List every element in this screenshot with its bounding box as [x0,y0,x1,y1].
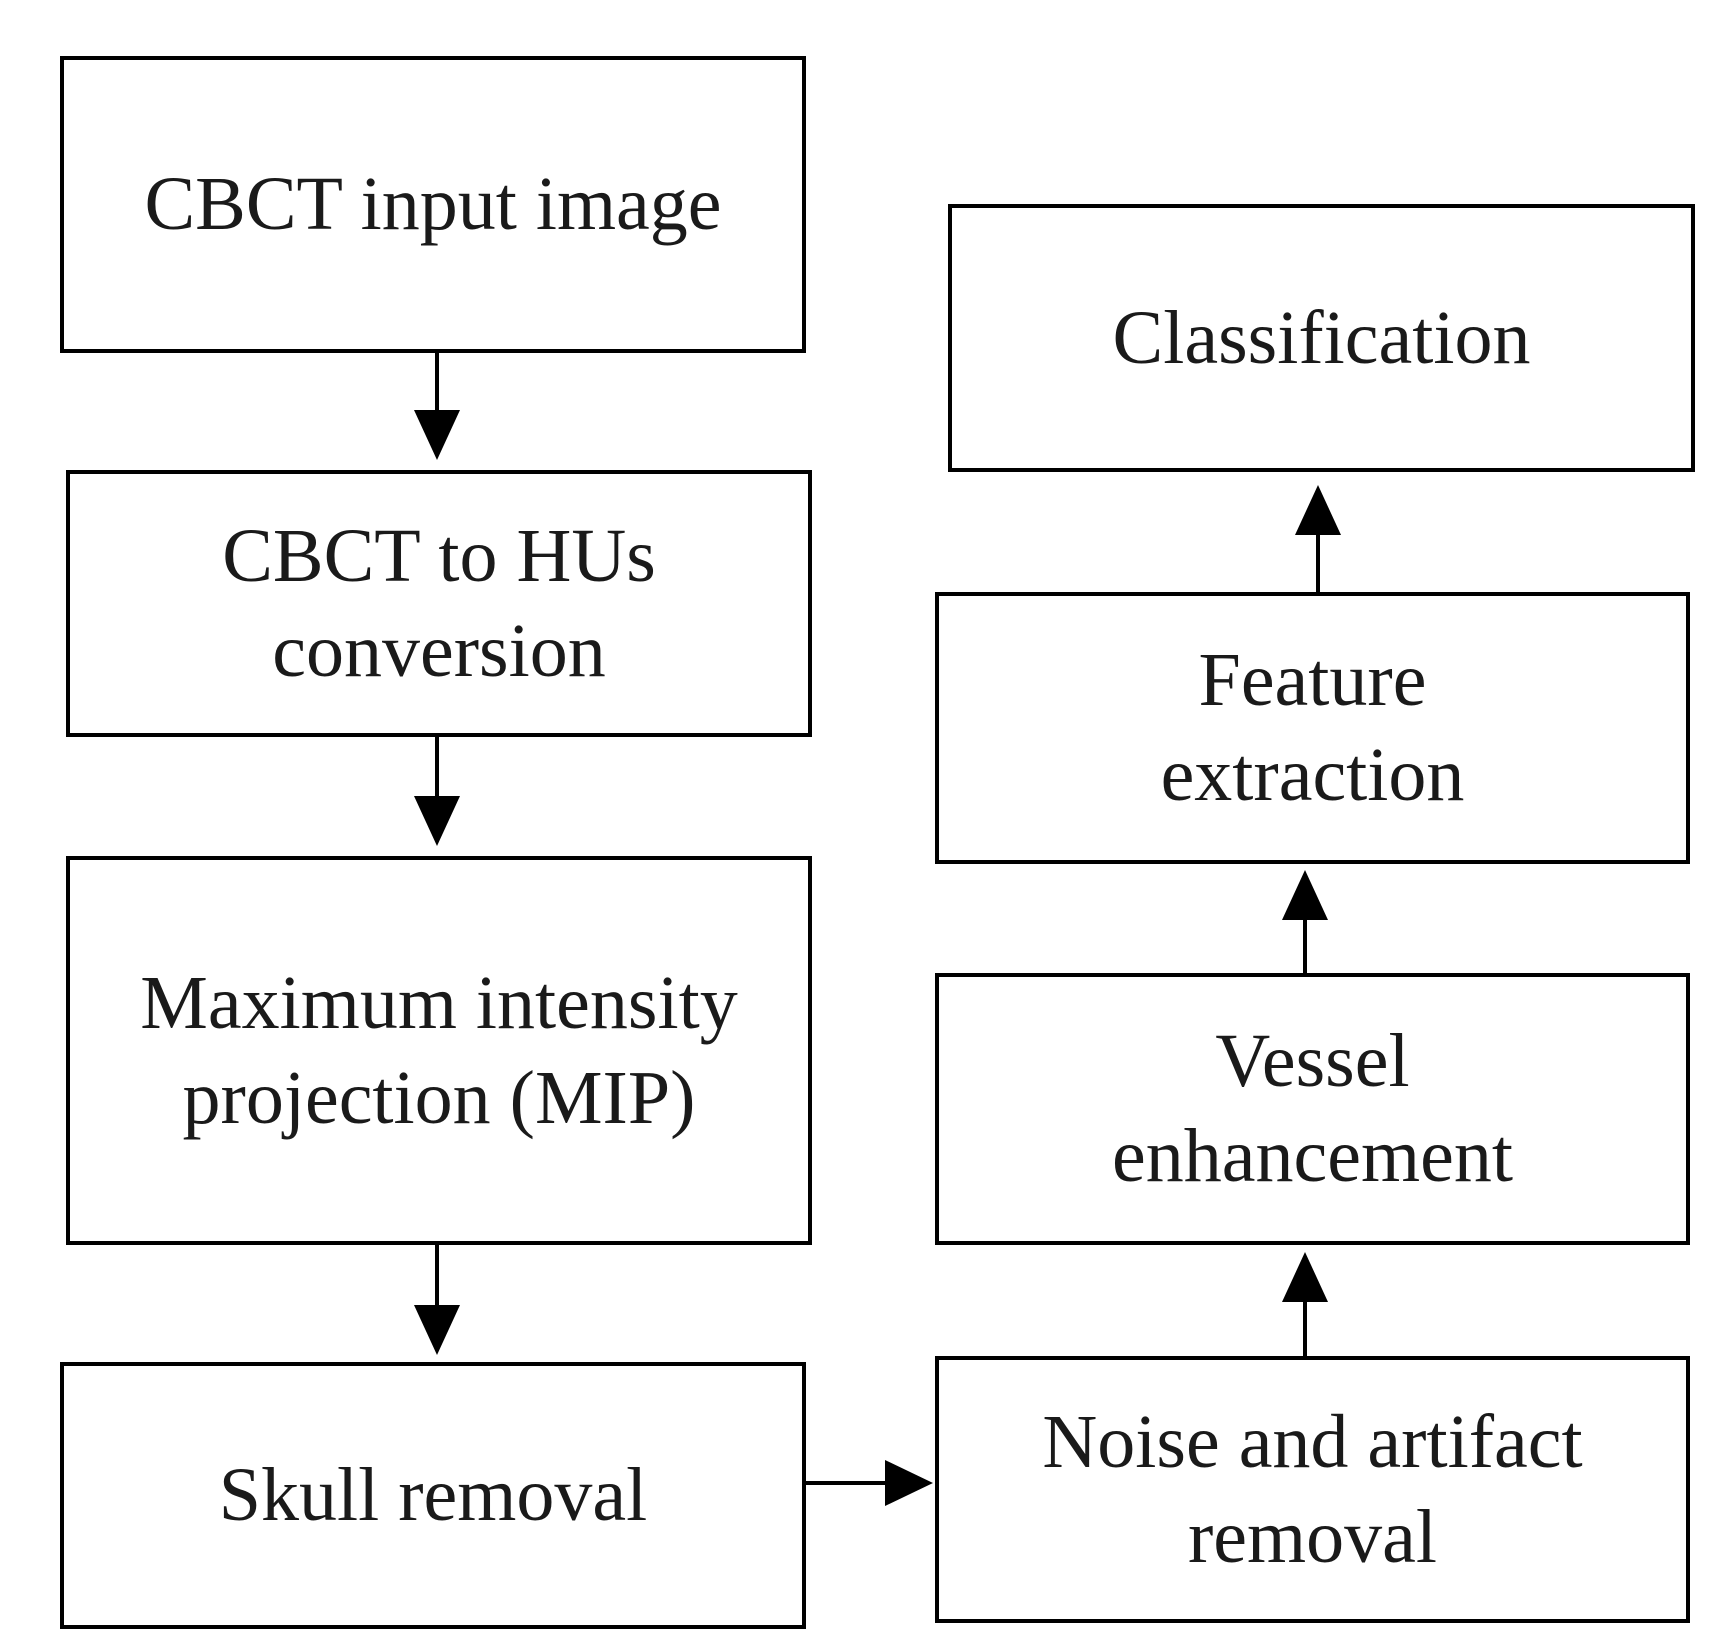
node-feature-extraction: Feature extraction [935,592,1690,864]
arrow-mip-to-skull [414,1245,460,1355]
node-label: CBCT to HUs conversion [222,513,656,693]
node-skull-removal: Skull removal [60,1362,806,1629]
arrow-feature-to-classification [1295,485,1341,592]
node-classification: Classification [948,204,1695,472]
node-maximum-intensity-projection: Maximum intensity projection (MIP) [66,856,812,1245]
node-label: Maximum intensity projection (MIP) [140,960,738,1140]
node-label: Vessel enhancement [1112,1019,1513,1198]
node-label: Classification [1112,295,1531,380]
node-label: Feature extraction [1160,638,1465,817]
arrow-noise-to-vessel [1282,1252,1328,1356]
arrow-vessel-to-feature [1282,870,1328,973]
arrow-skull-to-noise [806,1460,933,1506]
arrow-hu-to-mip [414,737,460,846]
node-noise-and-artifact-removal: Noise and artifact removal [935,1356,1690,1623]
node-label: Noise and artifact removal [1042,1399,1583,1579]
node-label: Skull removal [218,1453,648,1537]
node-vessel-enhancement: Vessel enhancement [935,973,1690,1245]
arrow-input-to-hu [414,353,460,460]
node-label: CBCT input image [144,162,722,246]
node-cbct-input-image: CBCT input image [60,56,806,353]
node-cbct-to-hus-conversion: CBCT to HUs conversion [66,470,812,737]
